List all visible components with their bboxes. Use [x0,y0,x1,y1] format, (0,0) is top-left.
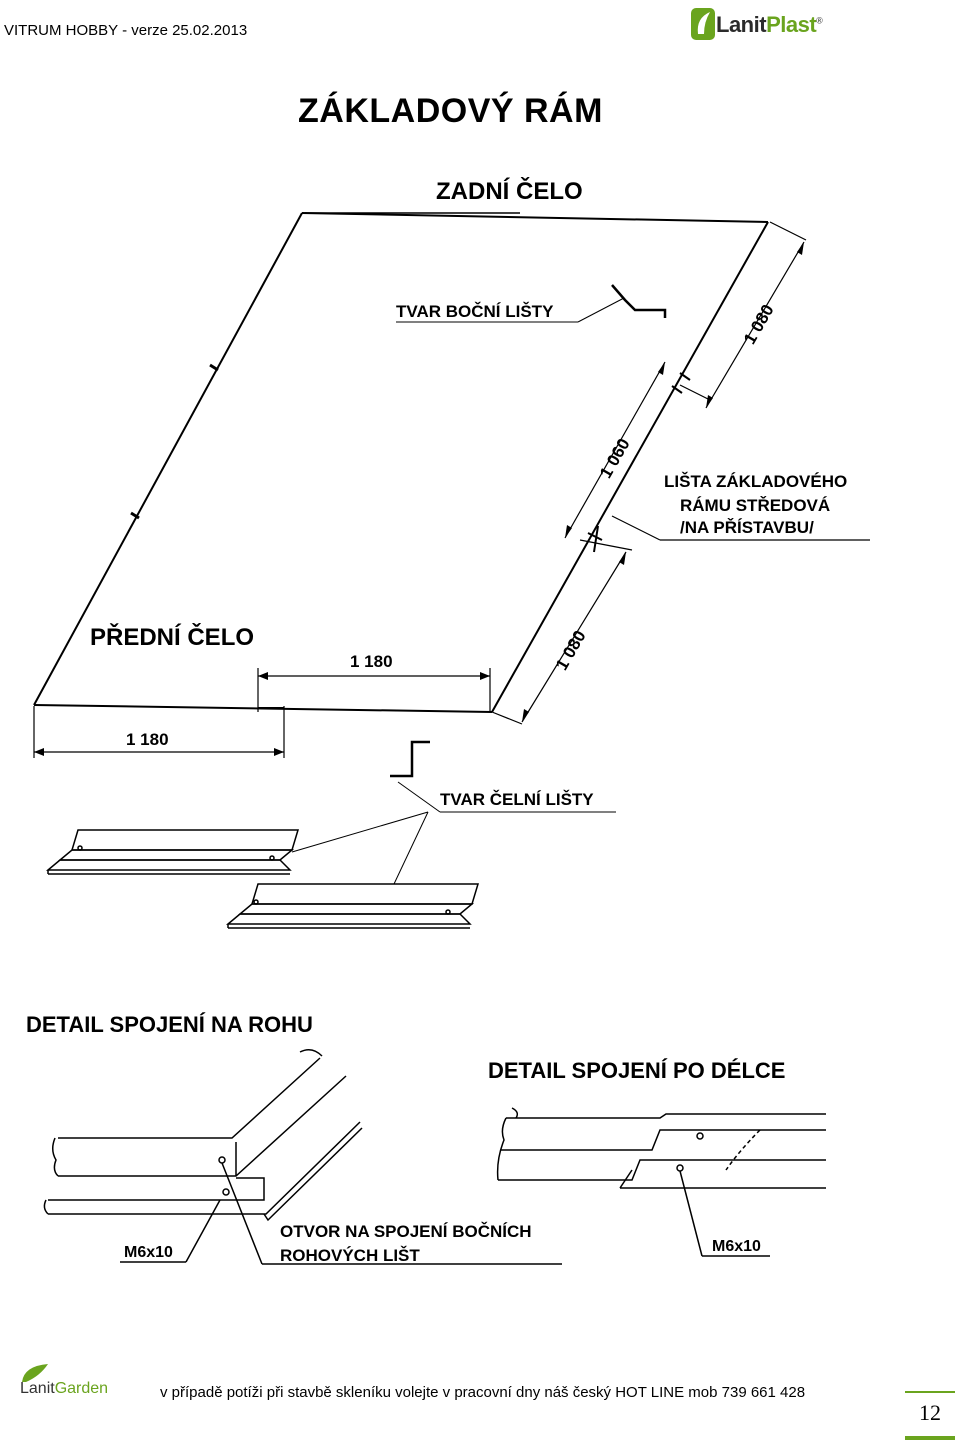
header-version: VITRUM HOBBY - verze 25.02.2013 [4,22,248,39]
front-profile-label: TVAR ČELNÍ LIŠTY [440,790,594,809]
leaf-icon [691,8,715,40]
middle-rail-label-1: LIŠTA ZÁKLADOVÉHO [664,472,848,491]
corner-detail-title: DETAIL SPOJENÍ NA ROHU [26,1012,313,1037]
bolt-label-left: M6x10 [124,1244,173,1261]
side-profile-label: TVAR BOČNÍ LIŠTY [396,302,554,321]
hole-note-line-2: ROHOVÝCH LIŠT [280,1246,420,1265]
back-end-label: ZADNÍ ČELO [436,178,583,205]
page-number: 12 [919,1400,941,1425]
bolt-label-right: M6x10 [712,1238,761,1255]
lanitgarden-logo: LanitGarden [18,1362,118,1402]
dim-front-left: 1 180 [126,730,169,749]
middle-rail-label-2: RÁMU STŘEDOVÁ [680,496,831,515]
page-number-box: 12 [905,1392,955,1438]
hotline-text: v případě potíži při stavbě skleníku vol… [160,1384,806,1401]
lanitplast-logo: LanitPlast® [690,4,830,44]
middle-rail-label-3: /NA PŘÍSTAVBU/ [680,518,814,537]
length-detail-title: DETAIL SPOJENÍ PO DÉLCE [488,1058,786,1083]
front-end-label: PŘEDNÍ ČELO [90,624,255,651]
logo-lanit: Lanit [716,12,767,37]
logo-registered: ® [816,15,823,26]
logo-plast: Plast [766,12,817,37]
brand-lanit: Lanit [20,1380,55,1397]
page-title: ZÁKLADOVÝ RÁM [298,92,603,130]
lanitgarden-wordmark: LanitGarden [20,1380,108,1398]
leaf-icon [22,1364,48,1382]
logo-wordmark: LanitPlast® [716,12,823,38]
dim-front-right: 1 180 [350,652,393,671]
brand-garden: Garden [54,1380,109,1397]
hole-note-line-1: OTVOR NA SPOJENÍ BOČNÍCH [280,1222,532,1241]
